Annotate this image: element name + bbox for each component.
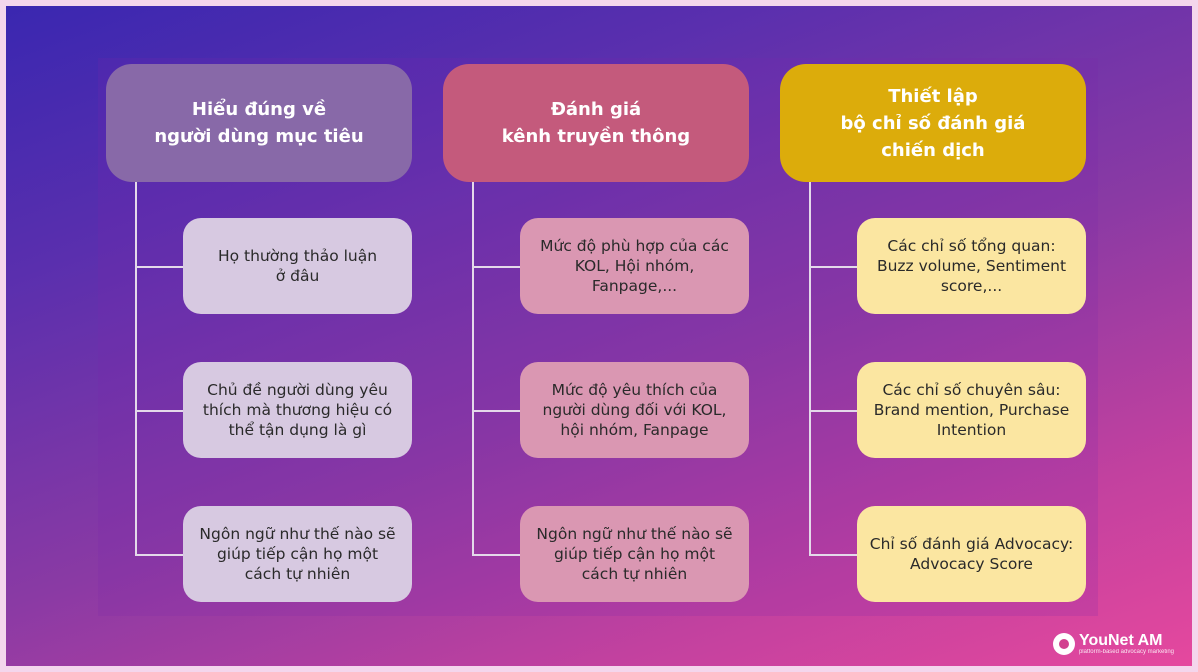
connector-branch (472, 554, 520, 556)
connector-vertical (472, 182, 474, 554)
item-card: Ngôn ngữ như thế nào sẽ giúp tiếp cận họ… (183, 506, 412, 602)
connector-vertical (809, 182, 811, 554)
connector-branch (135, 266, 183, 268)
slide-canvas: Hiểu đúng về người dùng mục tiêu Họ thườ… (6, 6, 1192, 666)
connector-branch (135, 554, 183, 556)
item-card: Mức độ yêu thích của người dùng đối với … (520, 362, 749, 458)
connector-branch (809, 554, 857, 556)
logo-tagline: platform-based advocacy marketing (1078, 649, 1174, 655)
connector-branch (809, 266, 857, 268)
column-campaign-metrics: Thiết lập bộ chỉ số đánh giá chiến dịch … (780, 64, 1086, 610)
younet-logo: YouNet AM platform-based advocacy market… (1052, 632, 1174, 656)
connector-branch (472, 266, 520, 268)
connector-branch (472, 410, 520, 412)
column-target-users: Hiểu đúng về người dùng mục tiêu Họ thườ… (106, 64, 412, 610)
logo-text: YouNet AM platform-based advocacy market… (1079, 632, 1174, 656)
connector-vertical (135, 182, 137, 554)
item-card: Các chỉ số tổng quan: Buzz volume, Senti… (857, 218, 1086, 314)
item-card: Họ thường thảo luận ở đâu (183, 218, 412, 314)
column-header: Thiết lập bộ chỉ số đánh giá chiến dịch (780, 64, 1086, 182)
item-card: Các chỉ số chuyên sâu: Brand mention, Pu… (857, 362, 1086, 458)
item-card: Chỉ số đánh giá Advocacy: Advocacy Score (857, 506, 1086, 602)
item-card: Ngôn ngữ như thế nào sẽ giúp tiếp cận họ… (520, 506, 749, 602)
logo-mark-icon (1052, 633, 1075, 655)
column-header: Đánh giá kênh truyền thông (443, 64, 749, 182)
connector-branch (135, 410, 183, 412)
logo-name: YouNet AM (1078, 632, 1163, 649)
item-card: Chủ đề người dùng yêu thích mà thương hi… (183, 362, 412, 458)
column-header: Hiểu đúng về người dùng mục tiêu (106, 64, 412, 182)
connector-branch (809, 410, 857, 412)
item-card: Mức độ phù hợp của các KOL, Hội nhóm, Fa… (520, 218, 749, 314)
column-media-channels: Đánh giá kênh truyền thông Mức độ phù hợ… (443, 64, 749, 610)
